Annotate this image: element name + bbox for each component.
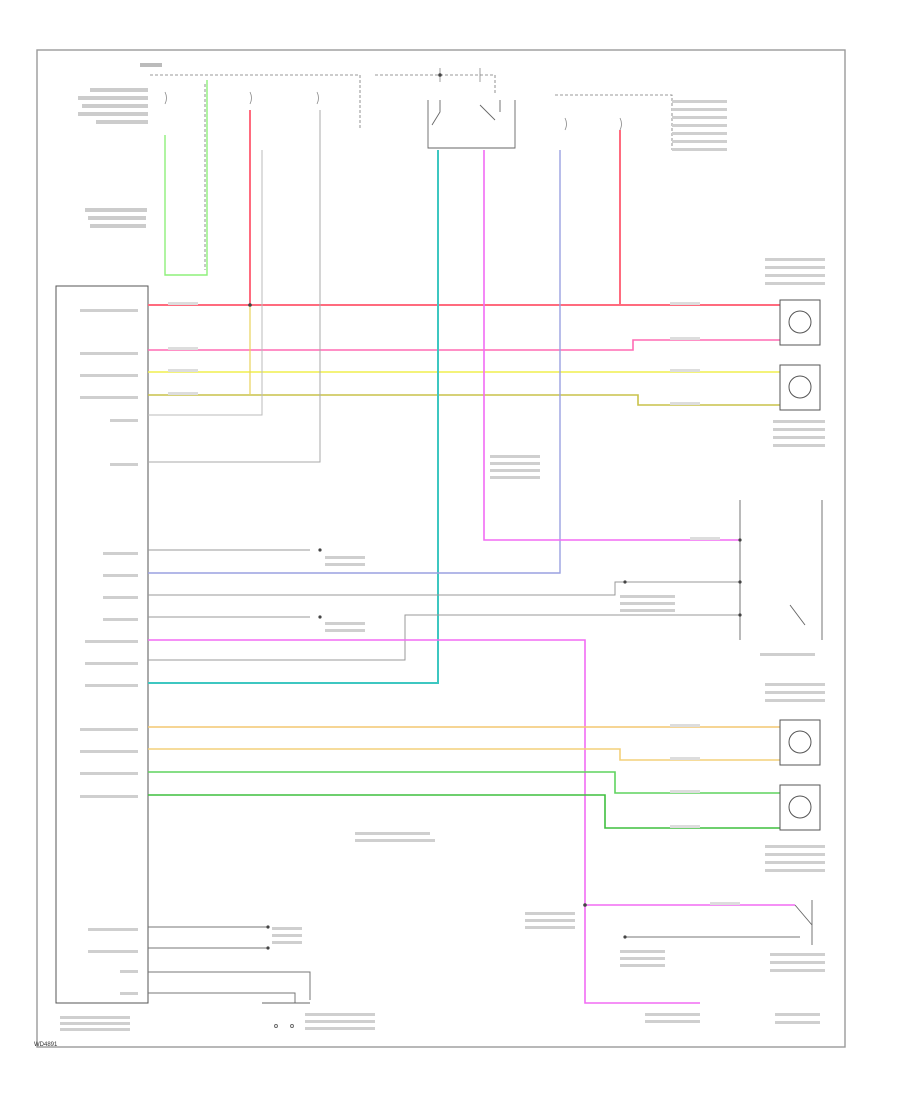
pink-upper-wire — [148, 339, 780, 351]
red-main-wire — [148, 110, 780, 306]
magenta-fuse-wire — [483, 150, 740, 541]
hot-at-all-times-fuse-block — [150, 74, 673, 270]
lavender-relay-wire — [148, 150, 561, 574]
connector-dots — [248, 73, 742, 950]
abs-control-module-box — [55, 285, 149, 1004]
figure-code: WD4891 — [34, 1042, 58, 1048]
wheel-speed-sensor-front-right — [779, 364, 821, 411]
olive-upper-wire — [148, 394, 780, 406]
grey-feed-wire — [148, 150, 263, 416]
top-left-labels — [78, 63, 162, 228]
green-lower-wire — [148, 771, 780, 794]
cyan-relay-wire — [148, 150, 439, 684]
center-labels — [272, 455, 700, 1030]
wheel-speed-sensor-rear-right — [779, 784, 821, 831]
fuse-symbols-top — [164, 68, 622, 131]
wheel-speed-sensor-rear-left — [779, 719, 821, 766]
bottom-grey-wires — [148, 926, 800, 1003]
lime-ignition-wire — [164, 80, 208, 276]
parking-brake-switch — [794, 900, 813, 945]
magenta-lower-wire — [148, 639, 700, 1004]
module-pin-labels — [60, 309, 138, 1031]
wheel-speed-sensor-front-left — [779, 299, 821, 346]
grey-switch-wires — [148, 549, 740, 661]
diagram-frame — [36, 49, 846, 1048]
wire-color-tags — [168, 302, 740, 905]
ground-switch-symbol — [262, 1002, 310, 1028]
component-labels-right — [672, 100, 825, 1024]
green-lower-wire-2 — [148, 794, 780, 829]
grey-feed-wire-2 — [148, 110, 321, 463]
abs-relay-box — [427, 100, 516, 149]
traction-control-switch — [739, 500, 823, 640]
